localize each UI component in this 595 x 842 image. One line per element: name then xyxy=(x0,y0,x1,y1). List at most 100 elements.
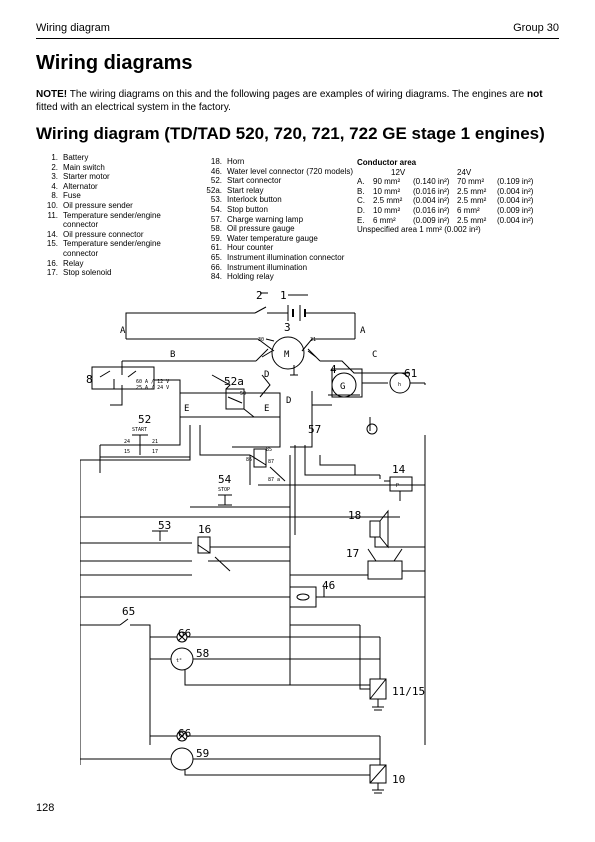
conductor-row: B.10 mm²(0.016 in²)2.5 mm²(0.004 in²) xyxy=(357,187,533,197)
legend-label: Water temperature gauge xyxy=(227,233,318,243)
conductor-cell-in24: (0.004 in²) xyxy=(497,215,534,225)
note-paragraph: NOTE! The wiring diagrams on this and th… xyxy=(36,88,559,114)
terminal-24: 24 xyxy=(124,439,130,445)
conductor-cell-in24: (0.004 in²) xyxy=(497,196,534,206)
legend-item: 16. Relay xyxy=(36,259,196,269)
conductor-row: A.90 mm²(0.140 in²)70 mm²(0.109 in²) xyxy=(357,177,533,187)
illumination-switch xyxy=(80,618,151,745)
legend-number: 57. xyxy=(210,214,222,224)
legend-label: Oil pressure connector xyxy=(63,229,144,239)
label-52: 52 xyxy=(138,413,151,426)
generator-symbol: G xyxy=(340,382,345,392)
pressure-symbol: P xyxy=(396,483,399,489)
fuse-rating-12v: 60 A / 12 V xyxy=(136,379,169,385)
legend-item: 59. Water temperature gauge xyxy=(196,234,356,244)
legend-label: Battery xyxy=(63,153,89,162)
vertical-feeds xyxy=(80,425,426,765)
wiring-diagram: 1 2 3 4 8 10 11/15 14 16 17 18 46 52 52a… xyxy=(80,289,426,794)
legend-label: Oil pressure sender xyxy=(63,200,133,210)
conductor-cell-in24: (0.009 in²) xyxy=(497,205,534,215)
legend-number: 18. xyxy=(210,157,222,166)
label-54: 54 xyxy=(218,473,232,486)
label-11-15: 11/15 xyxy=(392,685,425,698)
legend-number: 16. xyxy=(46,258,58,268)
label-2: 2 xyxy=(256,289,263,302)
label-65: 65 xyxy=(122,605,135,618)
col-24v: 24V xyxy=(457,167,472,177)
holding-relay xyxy=(249,448,286,482)
note-emphasis: not xyxy=(527,89,543,100)
legend-item: 18. Horn xyxy=(196,157,356,167)
conductor-title: Conductor area xyxy=(357,158,417,167)
wire-c: C xyxy=(372,350,377,360)
legend-item: 17.Stop solenoid xyxy=(36,268,196,278)
wire-labels: A A B C D D E E M G xyxy=(120,326,377,414)
conductor-row: D.10 mm²(0.016 in²)6 mm²(0.009 in²) xyxy=(357,206,533,216)
conductor-cell-in12: (0.016 in²) xyxy=(413,205,450,215)
legend-label: Horn xyxy=(227,157,245,166)
legend-label: Instrument illumination xyxy=(227,262,308,272)
motor-symbol: M xyxy=(284,350,290,360)
starter-motor xyxy=(126,336,355,376)
legend-item: 1.Battery xyxy=(36,153,196,163)
start-tag: START xyxy=(132,427,147,433)
conductor-cell-key: C. xyxy=(357,196,365,206)
water-temp-gauge xyxy=(80,747,380,776)
terminal-87: 87 xyxy=(268,459,274,465)
label-10: 10 xyxy=(392,773,405,786)
note-text-1: The wiring diagrams on this and the foll… xyxy=(67,89,527,100)
legend-number: 52. xyxy=(210,176,222,186)
legend-item: 54.Stop button xyxy=(196,205,356,215)
legend-label: Start relay xyxy=(227,185,264,195)
hour-symbol: h xyxy=(398,382,401,388)
conductor-cell-mm24: 6 mm² xyxy=(457,205,480,215)
legend-number: 3. xyxy=(51,172,58,182)
terminal-30-starter: 30 xyxy=(258,337,264,343)
legend-number: 59. xyxy=(210,233,222,243)
wire-a-left: A xyxy=(120,326,126,336)
legend-number: 11. xyxy=(47,210,58,220)
legend-item: 14.Oil pressure connector xyxy=(36,230,196,240)
legend-number: 2. xyxy=(51,162,58,172)
label-14: 14 xyxy=(392,463,406,476)
conductor-cell-in12: (0.009 in²) xyxy=(413,215,450,225)
label-66-bottom: 66 xyxy=(178,727,191,740)
legend-item: 61.Hour counter xyxy=(196,243,356,253)
conductor-cell-key: B. xyxy=(357,186,365,196)
legend-item: 65.Instrument illumination connector xyxy=(196,253,356,263)
conductor-cell-mm24: 2.5 mm² xyxy=(457,186,487,196)
terminal-85: 85 xyxy=(266,447,272,453)
temp-sender-11-15 xyxy=(359,625,387,711)
conductor-cell-key: E. xyxy=(357,215,365,225)
legend-label: Starter motor xyxy=(63,172,110,182)
legend-label: Relay xyxy=(63,258,84,268)
conductor-grid: 12V 24V A.90 mm²(0.140 in²)70 mm²(0.109 … xyxy=(357,168,533,226)
legend-label: Temperature sender/engine connector xyxy=(63,239,161,258)
start-relay xyxy=(179,374,281,448)
terminal-31-starter: 31 xyxy=(310,337,316,343)
legend-label: Water level connector (720 models) xyxy=(227,166,353,176)
legend-item: 58.Oil pressure gauge xyxy=(196,224,356,234)
legend-item: 57.Charge warning lamp xyxy=(196,215,356,225)
wire-b: B xyxy=(170,350,175,360)
legend-label: Main switch xyxy=(63,162,105,172)
page-title: Wiring diagrams xyxy=(36,52,193,74)
page-number: 128 xyxy=(36,802,55,814)
oil-pressure-connector xyxy=(384,476,413,501)
wire-a-right: A xyxy=(360,326,366,336)
legend-number: 17. xyxy=(46,268,58,278)
wire-e-left: E xyxy=(184,404,189,414)
legend-item: 84.Holding relay xyxy=(196,272,356,282)
legend-label: Oil pressure gauge xyxy=(227,224,295,234)
legend-number: 46. xyxy=(210,166,222,176)
legend-label: Stop button xyxy=(227,204,268,214)
main-bus xyxy=(110,348,410,406)
stop-tag: STOP xyxy=(218,487,230,493)
section-title: Wiring diagram xyxy=(36,22,110,34)
legend-number: 61. xyxy=(210,243,222,253)
legend-number: 84. xyxy=(210,272,222,282)
label-4: 4 xyxy=(330,363,337,376)
legend-label: Start connector xyxy=(227,176,282,186)
conductor-cell-mm12: 6 mm² xyxy=(373,215,396,225)
label-17: 17 xyxy=(346,547,359,560)
